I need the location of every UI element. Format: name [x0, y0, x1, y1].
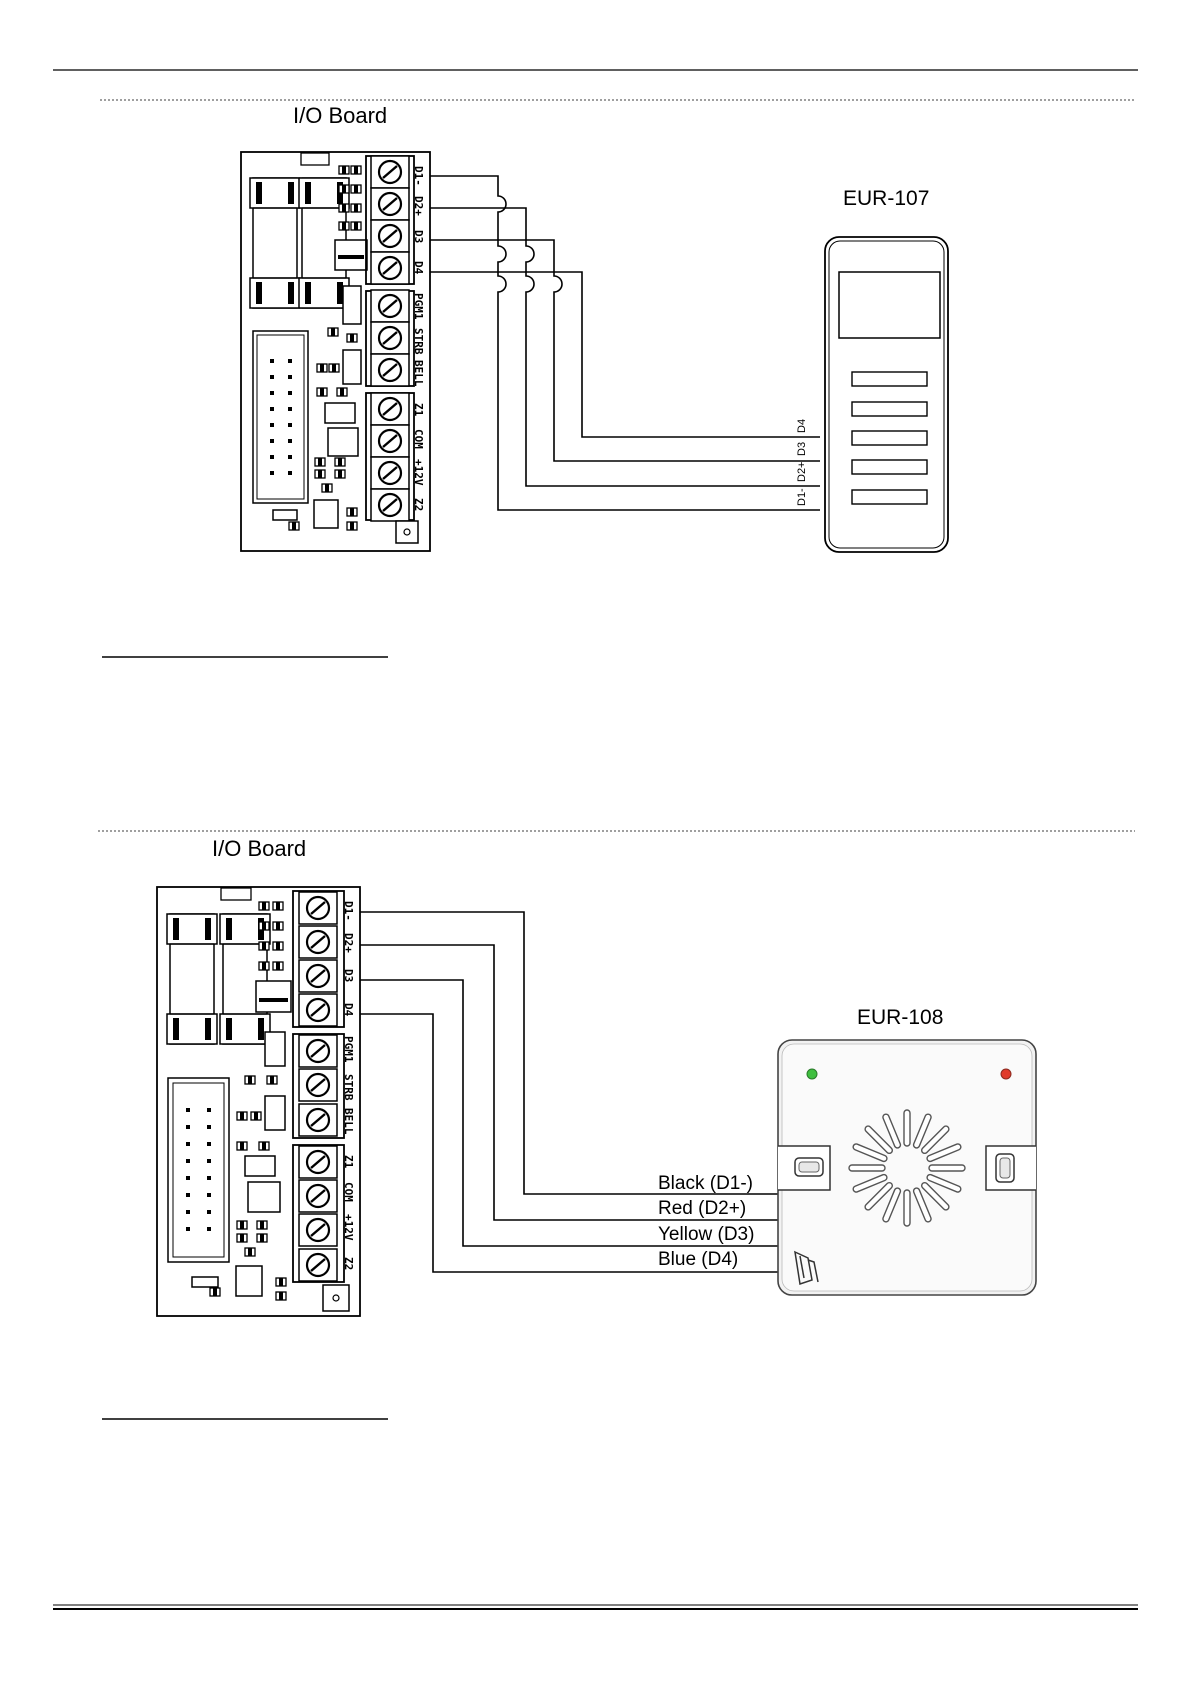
bell-terminal-label-2: BELL — [342, 1108, 355, 1135]
wire-label-d3: D3 — [796, 442, 808, 456]
keypad-display — [839, 272, 940, 338]
keypad-key — [852, 402, 927, 416]
z1-terminal-label-1: Z1 — [412, 403, 425, 417]
d3-terminal-label-1: D3 — [412, 230, 425, 243]
z1-terminal-label-2: Z1 — [342, 1155, 355, 1169]
d4-terminal-label-2: D4 — [342, 1003, 355, 1017]
wire-label-black: Black (D1-) — [658, 1173, 753, 1194]
d2-terminal-label-2: D2+ — [342, 933, 355, 953]
diagram1-device-title: EUR-107 — [843, 187, 929, 210]
com-terminal-label-1: COM — [412, 429, 425, 449]
red-led-icon — [1001, 1069, 1011, 1079]
12v-terminal-label-2: +12V — [342, 1214, 355, 1241]
keypad-key — [852, 490, 927, 504]
eur108-reader — [778, 1040, 1036, 1295]
wire-label-d1: D1- — [796, 488, 808, 506]
diagram1-wires — [430, 176, 820, 510]
wire-label-d4: D4 — [796, 419, 808, 433]
board-header-connector — [253, 331, 308, 503]
keypad-key — [852, 431, 927, 445]
keypad-key — [852, 372, 927, 386]
d1-terminal-label-2: D1- — [342, 901, 355, 921]
z2-terminal-label-1: Z2 — [412, 498, 425, 511]
diagram1-board-title: I/O Board — [293, 103, 387, 128]
d1-terminal-label-1: D1- — [412, 166, 425, 186]
z2-terminal-label-2: Z2 — [342, 1257, 355, 1270]
strb-terminal-label-1: STRB — [412, 328, 425, 355]
diagram2-io-board: D1- D2+ D3 D4 PGM1 STRB BELL Z1 COM +12V… — [157, 887, 360, 1316]
diagram2-board-title: I/O Board — [212, 836, 306, 861]
eur107-keypad — [825, 237, 948, 552]
diagram1-io-board: D1- D2+ D3 D4 PGM1 STRB BELL Z1 COM +12V… — [241, 152, 430, 551]
com-terminal-label-2: COM — [342, 1182, 355, 1202]
12v-terminal-label-1: +12V — [412, 459, 425, 486]
board-header-connector — [168, 1078, 229, 1262]
pgm1-terminal-label-1: PGM1 — [412, 293, 425, 320]
wire-label-red: Red (D2+) — [658, 1198, 746, 1219]
wire-label-d2: D2+ — [796, 462, 808, 483]
wire-label-yellow: Yellow (D3) — [658, 1224, 754, 1245]
diagram2-device-title: EUR-108 — [857, 1006, 943, 1029]
wire-label-blue: Blue (D4) — [658, 1249, 738, 1270]
keypad-key — [852, 460, 927, 474]
green-led-icon — [807, 1069, 817, 1079]
pgm1-terminal-label-2: PGM1 — [342, 1036, 355, 1063]
d3-terminal-label-2: D3 — [342, 969, 355, 982]
diagram2: I/O Board EUR-108 — [157, 836, 1036, 1316]
d2-terminal-label-1: D2+ — [412, 196, 425, 216]
diagram1: I/O Board EUR-107 — [241, 103, 948, 552]
d4-terminal-label-1: D4 — [412, 261, 425, 275]
strb-terminal-label-2: STRB — [342, 1074, 355, 1101]
bell-terminal-label-1: BELL — [412, 360, 425, 387]
